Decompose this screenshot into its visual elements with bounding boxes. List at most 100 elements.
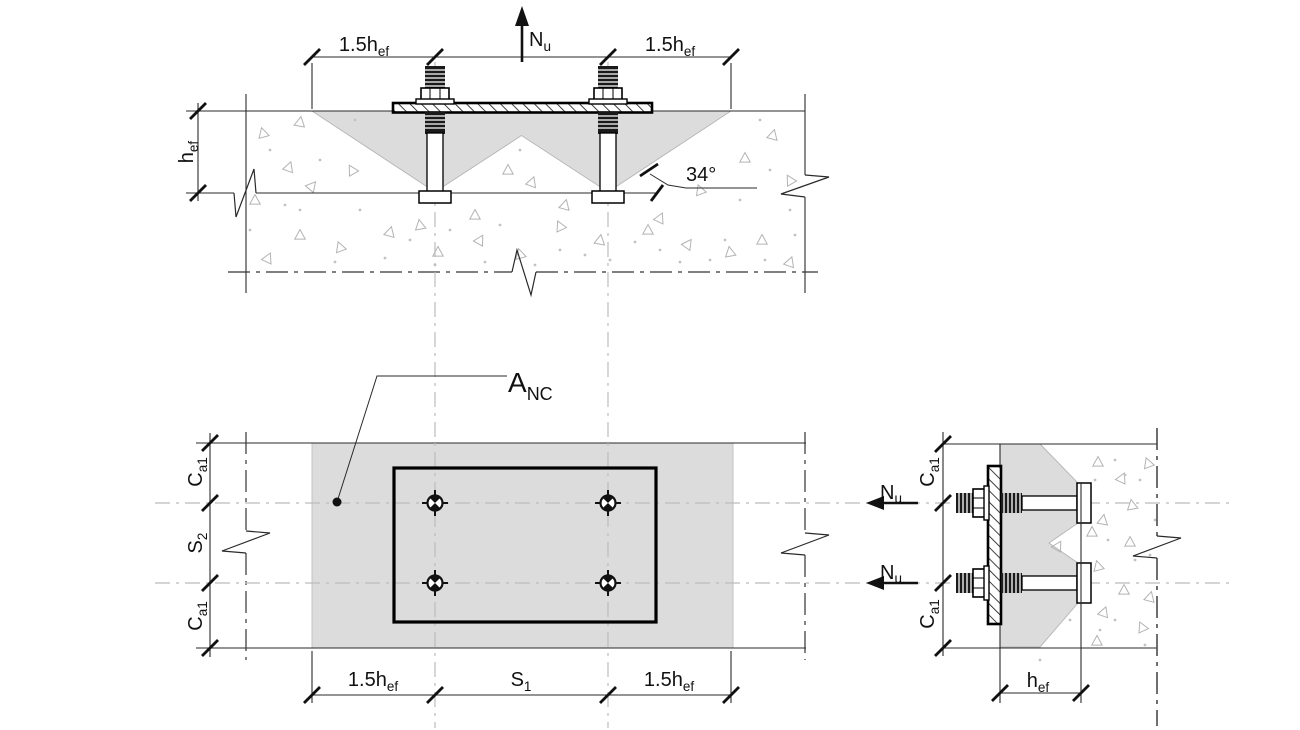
force-arrowhead [866, 496, 884, 510]
aggregate-dot [1113, 458, 1117, 462]
washer [983, 485, 990, 521]
dimension-tick [934, 435, 952, 453]
aggregate-triangle [1138, 621, 1150, 634]
dim-label-edge-plan-top: Ca1 [185, 457, 210, 486]
aggregate-triangle [556, 220, 568, 233]
nut [593, 87, 623, 101]
bolt-shank [426, 132, 444, 193]
dimension-tick [426, 48, 444, 66]
aggregate-triangle [1093, 559, 1106, 573]
aggregate-triangle [724, 245, 737, 258]
base-plate-elevation [391, 101, 654, 114]
anchor-quadrant [602, 575, 614, 583]
anchor-symbol-plan [595, 490, 621, 516]
aggregate-triangle [414, 218, 427, 231]
aggregate-triangle [382, 225, 395, 239]
dimension-tick [201, 494, 219, 512]
washer [588, 98, 628, 105]
breakout-cones [310, 110, 1079, 649]
anchor-bolt-elevation [415, 66, 455, 204]
aggregate-dot [518, 148, 522, 152]
base-plate-side [986, 464, 1003, 626]
dim-label-edge-plan-bottom: Ca1 [185, 601, 210, 630]
cone-angle-label: 34° [686, 164, 716, 186]
aggregate-triangle [1091, 455, 1105, 467]
dim-label-cone-halfwidth-left: 1.5hef [339, 34, 389, 59]
break-symbol [780, 174, 830, 198]
aggregate-dot [408, 238, 412, 242]
aggregate-dot [738, 198, 742, 202]
dim-label-cone-halfwidth-right: 1.5hef [645, 34, 695, 59]
bolt-shank [1021, 495, 1078, 511]
aggregate-triangle [1114, 472, 1126, 485]
dimension-tick [201, 434, 219, 452]
bolt-shank [599, 132, 617, 193]
dimension-tick [426, 686, 444, 704]
aggregate-triangle [501, 163, 515, 175]
dimension-tick [189, 102, 207, 120]
angle-leader-line [649, 173, 757, 189]
anchor-bolts [415, 66, 1092, 703]
anchor-head [1076, 482, 1092, 524]
aggregate-triangle [515, 247, 528, 261]
aggregate-dot [283, 203, 287, 207]
break-symbol [511, 247, 537, 298]
aggregate-triangle [431, 245, 445, 257]
dim-label-edge-side-bottom: Ca1 [917, 599, 942, 628]
aggregate-triangle [1096, 513, 1109, 526]
aggregate-dot [1068, 618, 1072, 622]
nut [420, 87, 450, 101]
dimension-tick [722, 686, 740, 704]
dimension-ticks [189, 48, 1090, 704]
aggregate-triangle [348, 164, 360, 178]
dimension-tick [599, 48, 617, 66]
aggregate-dot [788, 208, 792, 212]
aggregate-dot [383, 256, 387, 260]
bolt-shank [1021, 575, 1078, 591]
aggregate-dot [268, 148, 272, 152]
aggregate-triangle [765, 128, 778, 142]
anchor-quadrant [429, 495, 441, 503]
aggregate-triangle [1050, 540, 1062, 554]
aggregate-dot [318, 158, 322, 162]
dim-label-cone-halfwidth-plan-left: 1.5hef [348, 669, 398, 694]
anchor-quadrant [429, 583, 441, 591]
thread-outer [956, 573, 973, 593]
anchor-quadrant [602, 503, 614, 511]
thread-embedded [425, 112, 445, 134]
breakout-cone-elevation [310, 110, 733, 193]
aggregate-triangle [1142, 590, 1155, 604]
aggregate-triangle [304, 180, 317, 194]
construction-lines [186, 56, 1158, 726]
aggregate-dot [793, 233, 797, 237]
base-plate-plan [392, 466, 658, 624]
aggregate-dot [353, 118, 357, 122]
anchor-quadrant [429, 575, 441, 583]
aggregate-triangle [1117, 583, 1131, 595]
dim-label-spacing1: S1 [511, 669, 532, 694]
anchor-symbols [422, 490, 621, 596]
aggregate-dot [1093, 478, 1097, 482]
aggregate-dot [1106, 538, 1110, 542]
break-symbol [221, 530, 271, 554]
anchor-head [1076, 562, 1092, 604]
angle-arc-tick [639, 162, 659, 178]
dimension-tick [934, 574, 952, 592]
aggregate-triangle [738, 151, 752, 163]
anc-leader-dot [332, 497, 342, 507]
anchor-bolt-elevation [588, 66, 628, 204]
aggregate-dot [723, 238, 727, 242]
concrete-texture [248, 115, 1157, 662]
dimension-tick [189, 184, 207, 202]
aggregate-triangle [293, 115, 306, 128]
aggregate-dot [298, 208, 302, 212]
base-plates [391, 101, 1003, 626]
force-label-top: Nu [529, 29, 551, 54]
aggregate-dot [583, 253, 587, 257]
dimension-tick [201, 574, 219, 592]
aggregate-triangle [293, 228, 307, 240]
aggregate-dot [658, 248, 662, 252]
aggregate-triangle [1090, 634, 1104, 646]
aggregate-dot [1148, 553, 1152, 557]
labels: 1.5hef 1.5hef Nu hef 34° ANC Ca1 S2 Ca1 … [176, 29, 1049, 695]
